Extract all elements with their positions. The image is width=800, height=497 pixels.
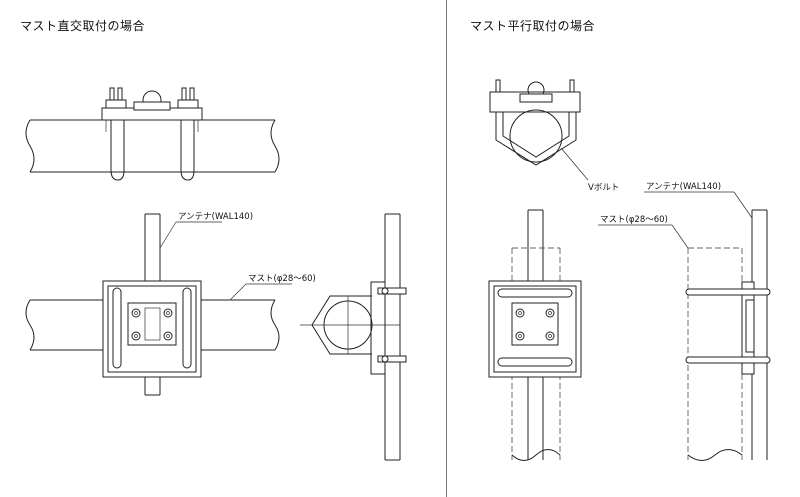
vbolt-label: Vボルト	[588, 183, 619, 193]
mast-label-right: マスト(φ28～60)	[600, 215, 668, 225]
panel-divider	[446, 0, 447, 497]
mast-label: マスト(φ28～60)	[248, 274, 316, 284]
title-parallel-mount: マスト平行取付の場合	[470, 19, 596, 33]
left-front-view: アンテナ(WAL140) マスト(φ28～60)	[25, 212, 316, 396]
right-front-view	[488, 209, 582, 461]
antenna-label: アンテナ(WAL140)	[178, 212, 253, 222]
title-perpendicular-mount: マスト直交取付の場合	[20, 19, 146, 33]
antenna-label-right: アンテナ(WAL140)	[646, 182, 721, 192]
right-top-view: Vボルト	[489, 79, 619, 193]
left-top-view	[25, 87, 280, 181]
right-side-view: アンテナ(WAL140) マスト(φ28～60)	[598, 182, 771, 461]
left-side-view	[300, 213, 407, 461]
